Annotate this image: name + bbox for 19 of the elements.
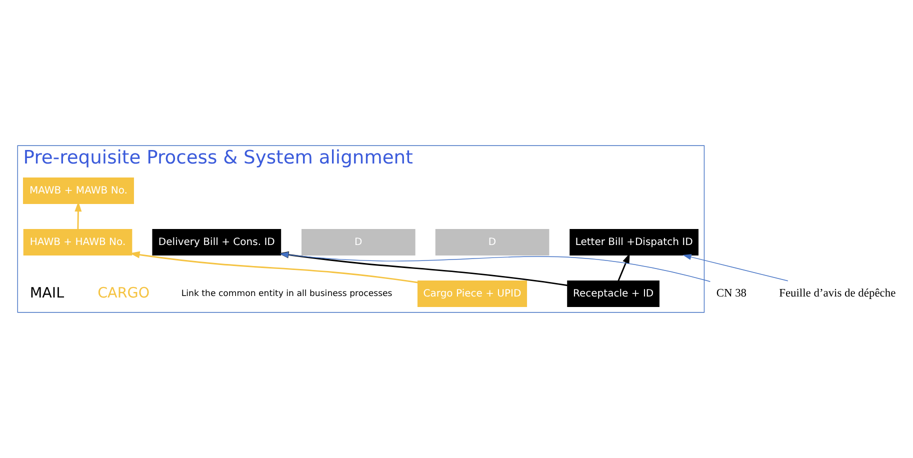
arrow [130,251,418,284]
node-box: MAWB + MAWB No. [23,177,134,204]
node-box: Cargo Piece + UPID [417,280,528,308]
node-box: D [435,229,550,256]
node-box: Letter Bill +Dispatch ID [570,229,698,256]
node-text: Feuille d’avis de dépêche [779,288,896,300]
arrow [618,253,630,281]
arrow [682,254,788,282]
label: CARGO [98,285,150,302]
node-text: CN 38 [716,288,747,300]
node-box: Receptacle + ID [567,280,660,308]
node-box: Delivery Bill + Cons. ID [152,229,282,256]
label: Link the common entity in all business processes [181,289,392,300]
arrow [278,251,568,286]
arrow [74,202,82,230]
node-box: D [302,229,416,256]
node-box: HAWB + HAWB No. [23,229,132,256]
arrow [280,252,711,282]
label: MAIL [30,285,64,302]
